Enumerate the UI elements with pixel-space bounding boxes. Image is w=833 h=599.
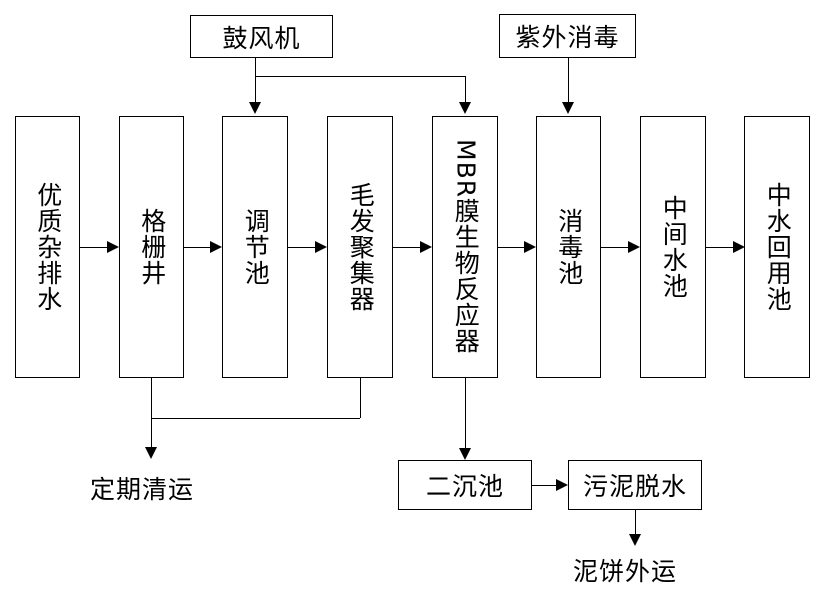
node-equalization-tank-label: 调节池: [241, 208, 271, 286]
node-secondary-clarifier[interactable]: 二沉池: [398, 460, 532, 510]
arrowhead-influent-to-grit: [107, 241, 119, 253]
node-mbr-bioreactor-label: MBR膜生物反应器: [451, 139, 481, 355]
edge-blower-trunk: [255, 58, 256, 104]
label-cake-offsite: 泥饼外运: [573, 557, 678, 586]
node-uv-disinfection[interactable]: 紫外消毒: [499, 14, 636, 58]
node-blower-label: 鼓风机: [222, 23, 301, 53]
edge-mbr-to-clarifier: [465, 378, 466, 450]
edge-hair-to-mbr: [393, 247, 421, 248]
node-reclaimed-water-tank-label: 中水回用池: [763, 182, 793, 312]
label-periodic-haulage: 定期清运: [90, 475, 195, 504]
arrowhead-equalize-to-hair: [315, 241, 327, 253]
arrowhead-intermediate-to-reuse: [733, 241, 745, 253]
edge-dewater-to-cake: [635, 510, 636, 542]
arrowhead-dewater-to-cake: [629, 534, 641, 546]
arrowhead-blower-to-mbr: [459, 102, 471, 114]
edge-hair-join-to-haul: [151, 418, 360, 419]
node-grit-chamber[interactable]: 格栅井: [119, 116, 184, 378]
arrowhead-grit-to-equalize: [210, 241, 222, 253]
edge-mbr-to-disinfect: [498, 247, 525, 248]
node-influent[interactable]: 优质杂排水: [15, 116, 80, 378]
arrowhead-clarifier-to-dewater: [556, 479, 568, 491]
arrowhead-mbr-to-clarifier: [459, 448, 471, 460]
arrowhead-uv-to-disinfect: [562, 102, 574, 114]
node-mbr-bioreactor[interactable]: MBR膜生物反应器: [432, 116, 498, 378]
edge-grit-to-haul: [151, 378, 152, 453]
node-reclaimed-water-tank[interactable]: 中水回用池: [744, 116, 810, 378]
edge-blower-branch-to-mbr: [255, 76, 465, 77]
edge-uv-to-disinfect: [568, 58, 569, 104]
edge-disinfect-to-intermediate: [601, 247, 629, 248]
node-hair-collector-label: 毛发聚集器: [346, 182, 376, 312]
node-uv-disinfection-label: 紫外消毒: [515, 23, 620, 52]
arrowhead-blower-to-equalize: [249, 102, 261, 114]
node-sludge-dewatering[interactable]: 污泥脱水: [568, 460, 702, 510]
edge-equalize-to-hair: [288, 247, 316, 248]
arrowhead-hair-to-mbr: [420, 241, 432, 253]
edge-intermediate-to-reuse: [706, 247, 734, 248]
node-blower[interactable]: 鼓风机: [190, 15, 333, 58]
edge-hair-drop-to-haul: [360, 378, 361, 418]
node-disinfection-tank[interactable]: 消毒池: [536, 116, 601, 378]
edge-grit-to-equalize: [184, 247, 211, 248]
node-hair-collector[interactable]: 毛发聚集器: [327, 116, 393, 378]
edge-blower-drop-to-mbr: [465, 76, 466, 104]
arrowhead-to-haul: [145, 447, 157, 459]
node-sludge-dewatering-label: 污泥脱水: [582, 472, 687, 501]
arrowhead-disinfect-to-intermediate: [628, 241, 640, 253]
node-intermediate-tank-label: 中间水池: [659, 195, 689, 299]
edge-influent-to-grit: [80, 247, 108, 248]
node-disinfection-tank-label: 消毒池: [554, 208, 584, 286]
node-equalization-tank[interactable]: 调节池: [222, 116, 288, 378]
arrowhead-mbr-to-disinfect: [524, 241, 536, 253]
node-secondary-clarifier-label: 二沉池: [425, 472, 504, 501]
edge-clarifier-to-dewater: [532, 485, 557, 486]
node-grit-chamber-label: 格栅井: [137, 208, 167, 286]
node-influent-label: 优质杂排水: [33, 182, 63, 312]
node-intermediate-tank[interactable]: 中间水池: [640, 116, 706, 378]
